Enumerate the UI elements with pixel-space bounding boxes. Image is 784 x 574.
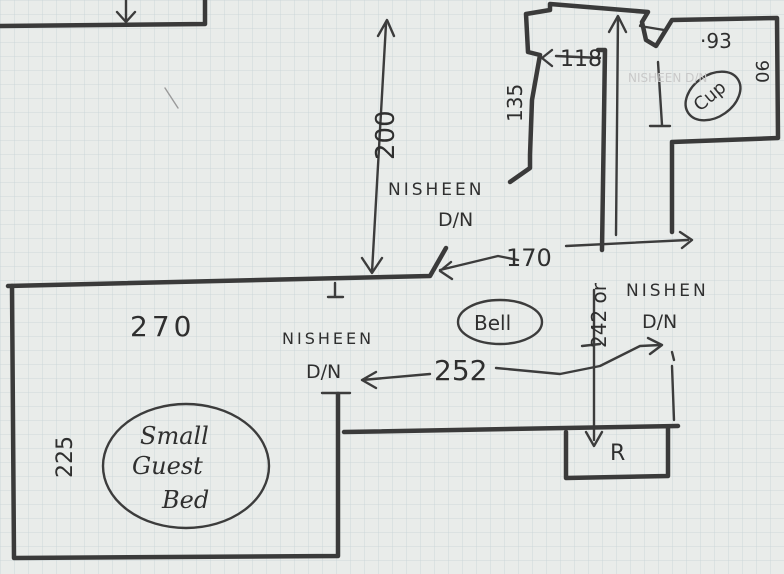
dim-135: 135 bbox=[503, 84, 527, 122]
r-label: R bbox=[610, 441, 625, 466]
dim-200: 200 bbox=[371, 110, 401, 160]
nisheen-top: NISHEEN bbox=[388, 180, 485, 200]
dn-right: D/N bbox=[642, 311, 677, 333]
guest-bedroom bbox=[9, 283, 664, 561]
guest-label: Guest bbox=[132, 452, 203, 480]
upper-right-closet bbox=[507, 1, 781, 253]
dim-90: 90 bbox=[751, 60, 772, 83]
bell-label: Bell bbox=[474, 311, 511, 335]
dn-left: D/N bbox=[306, 361, 341, 383]
dim-170: 170 bbox=[506, 244, 552, 272]
small-label: Small bbox=[140, 422, 209, 450]
dn-top: D/N bbox=[438, 209, 473, 231]
ghost-writing: NISHEEN D/N bbox=[628, 71, 707, 85]
nishen-right: NISHEN bbox=[626, 281, 709, 301]
corridor bbox=[5, 18, 694, 299]
dim-252: 252 bbox=[434, 354, 487, 387]
bed-label: Bed bbox=[161, 486, 209, 514]
dim-118: 118 bbox=[560, 47, 602, 72]
nisheen-left: NISHEEN bbox=[282, 329, 374, 348]
dim-225: 225 bbox=[53, 436, 78, 478]
dim-242: 242 or bbox=[587, 282, 611, 348]
top-left-room bbox=[0, 0, 208, 109]
dim-93: ·93 bbox=[700, 29, 732, 53]
dim-270: 270 bbox=[130, 310, 195, 343]
lower-right-area bbox=[341, 298, 681, 481]
